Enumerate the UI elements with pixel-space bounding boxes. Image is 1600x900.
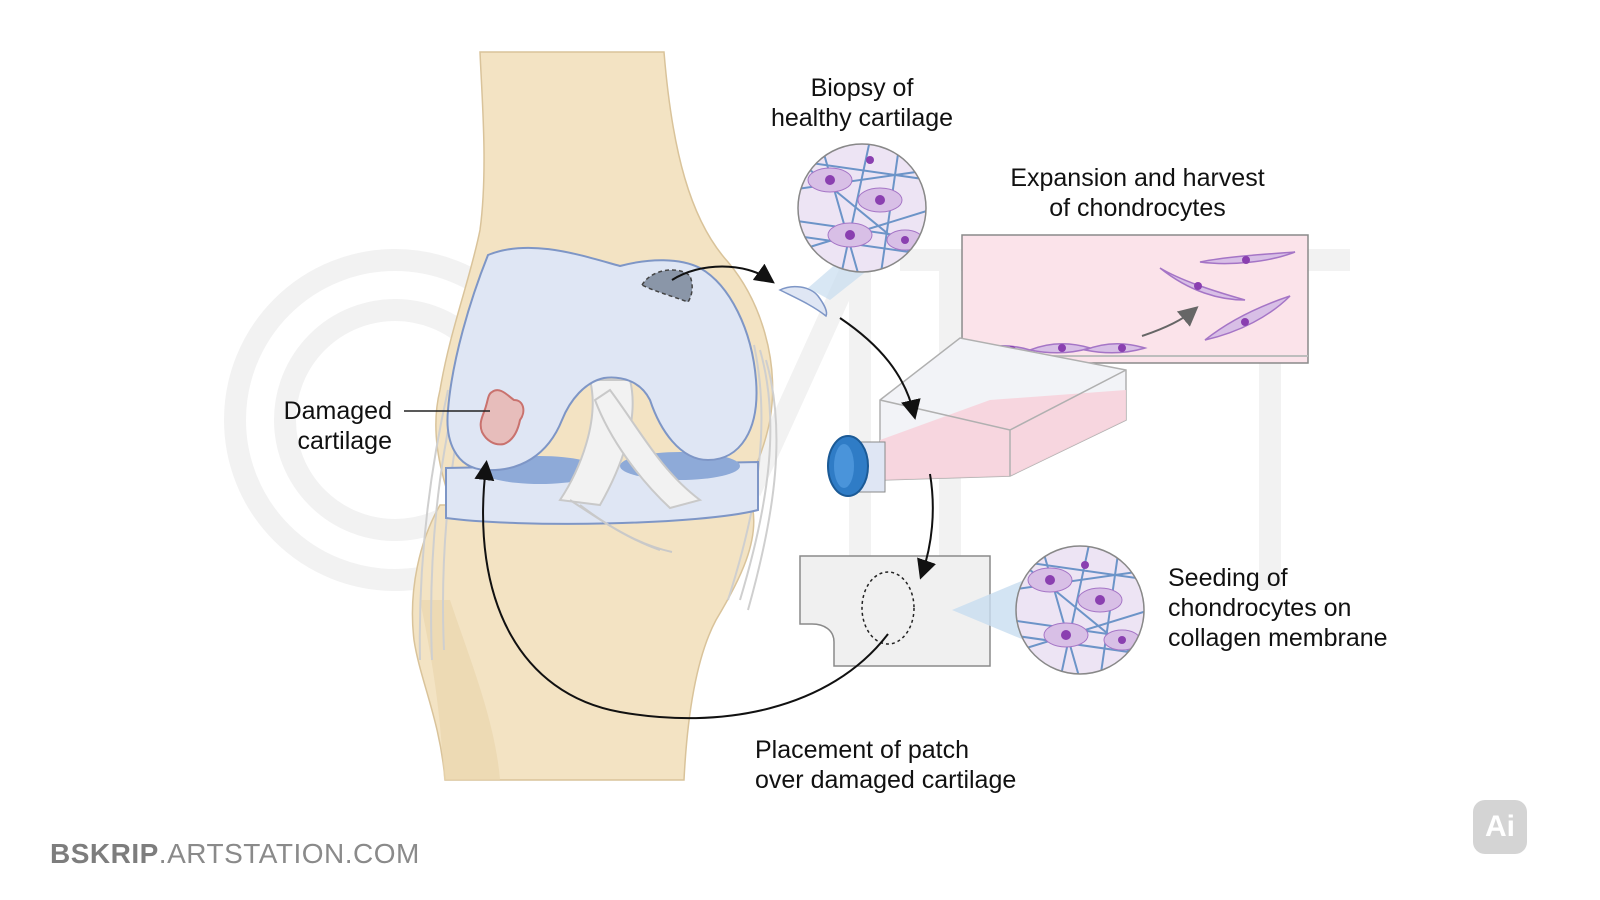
arrow-to-flask xyxy=(839,317,921,420)
label-biopsy: Biopsy of healthy cartilage xyxy=(752,73,972,133)
arrow-placement xyxy=(474,460,889,720)
fibula-shadow xyxy=(420,600,500,780)
label-damaged-line-1: Damaged xyxy=(283,397,392,425)
cruciate-ligaments xyxy=(558,379,703,553)
footer-brand-bold: BSKRIP xyxy=(50,838,159,869)
patch-outline xyxy=(861,571,915,645)
damaged-cartilage-lesion xyxy=(479,389,525,446)
seeding-magnified-tissue xyxy=(1015,545,1145,675)
biopsy-magnified-tissue xyxy=(797,143,927,273)
label-expansion-line-2: of chondrocytes xyxy=(1049,194,1226,222)
biopsy-chip xyxy=(778,285,828,318)
label-placement-line-1: Placement of patch xyxy=(755,736,970,764)
seeding-zoom-cone xyxy=(952,580,1024,640)
ai-badge: Ai xyxy=(1473,800,1527,854)
label-placement-line-2: over damaged cartilage xyxy=(755,766,1017,794)
tibia xyxy=(411,504,755,781)
expansion-panel xyxy=(961,234,1309,364)
label-seeding-line-1: Seeding of xyxy=(1168,564,1288,592)
biopsy-site xyxy=(640,269,693,303)
process-arrows xyxy=(474,263,937,720)
collagen-membrane xyxy=(799,555,991,667)
culture-flask xyxy=(827,337,1127,497)
label-damaged: Damaged cartilage xyxy=(240,396,392,456)
label-expansion-line-1: Expansion and harvest xyxy=(1010,164,1265,192)
label-seeding-line-3: collagen membrane xyxy=(1168,624,1388,652)
arrow-biopsy-out xyxy=(671,263,775,284)
footer-brand-rest: .ARTSTATION.COM xyxy=(158,838,420,869)
label-damaged-line-2: cartilage xyxy=(297,427,393,455)
label-expansion: Expansion and harvest of chondrocytes xyxy=(990,163,1285,223)
label-seeding: Seeding of chondrocytes on collagen memb… xyxy=(1168,563,1388,653)
arrow-to-membrane xyxy=(917,473,937,580)
label-placement: Placement of patch over damaged cartilag… xyxy=(755,735,1016,795)
label-seeding-line-2: chondrocytes on xyxy=(1168,594,1352,622)
femoral-cartilage xyxy=(446,246,758,472)
label-biopsy-line-1: Biopsy of xyxy=(810,74,914,102)
footer-credit: BSKRIP.ARTSTATION.COM xyxy=(50,838,420,870)
label-biopsy-line-2: healthy cartilage xyxy=(770,104,954,132)
